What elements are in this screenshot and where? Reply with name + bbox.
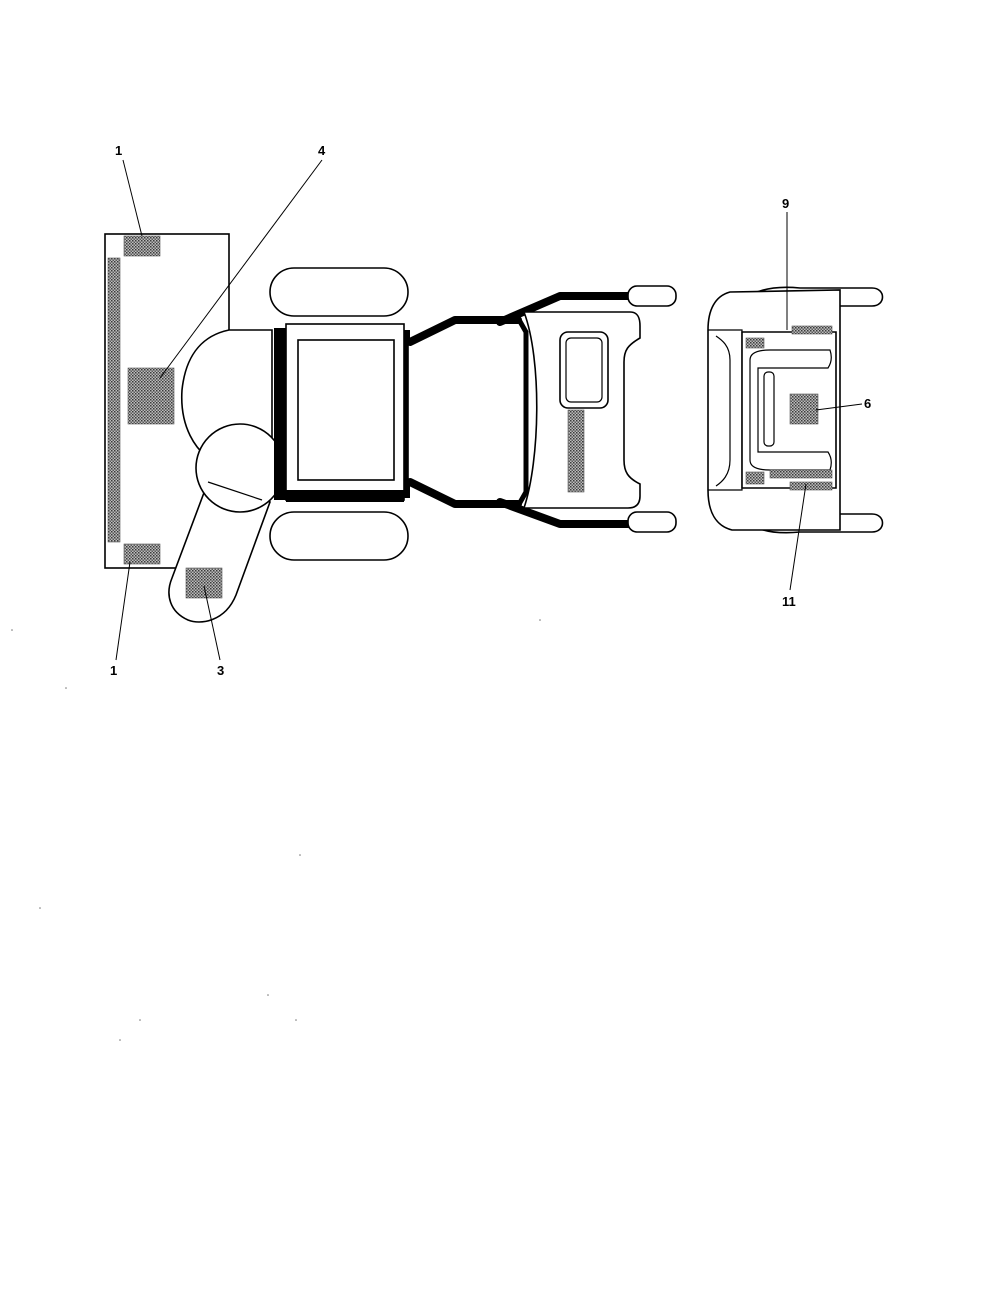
rear-slot: [763, 371, 775, 447]
handle-bars: [496, 285, 677, 533]
decal-1-bottom: [123, 543, 161, 565]
decal-11: [789, 481, 833, 491]
auger-strip-decal: [107, 257, 121, 543]
leader-lines: [115, 159, 863, 661]
callout-4: 4: [318, 143, 326, 158]
decal-1-top: [123, 235, 161, 257]
rear-dash: [741, 331, 837, 489]
engine-frame: [274, 323, 435, 502]
decal-4: [127, 367, 175, 425]
wheel-top: [269, 267, 409, 317]
engine-shroud: [407, 317, 527, 507]
control-panel-decal: [567, 409, 585, 493]
machine-top-view: [104, 233, 677, 623]
handle-grip-top: [627, 285, 677, 307]
control-panel: [522, 311, 641, 509]
decal-6: [789, 393, 819, 425]
callout-6: 6: [864, 396, 871, 411]
rear-small-decal-top: [745, 337, 765, 349]
decal-9: [791, 325, 833, 335]
wheel-bottom: [269, 511, 409, 561]
scan-specks: [11, 619, 541, 1041]
callout-labels: 1 4 1 3 9 6 11: [110, 143, 871, 678]
decal-3: [185, 567, 223, 599]
handle-grip-bottom: [627, 511, 677, 533]
callout-1-top: 1: [115, 143, 122, 158]
callout-1-bottom: 1: [110, 663, 117, 678]
callout-9: 9: [782, 196, 789, 211]
control-window: [559, 331, 609, 409]
rear-small-decal-bottom: [745, 471, 765, 485]
callout-3: 3: [217, 663, 224, 678]
machine-rear-view: [707, 286, 884, 534]
rear-strip-decal: [769, 469, 833, 479]
callout-11: 11: [782, 594, 796, 609]
